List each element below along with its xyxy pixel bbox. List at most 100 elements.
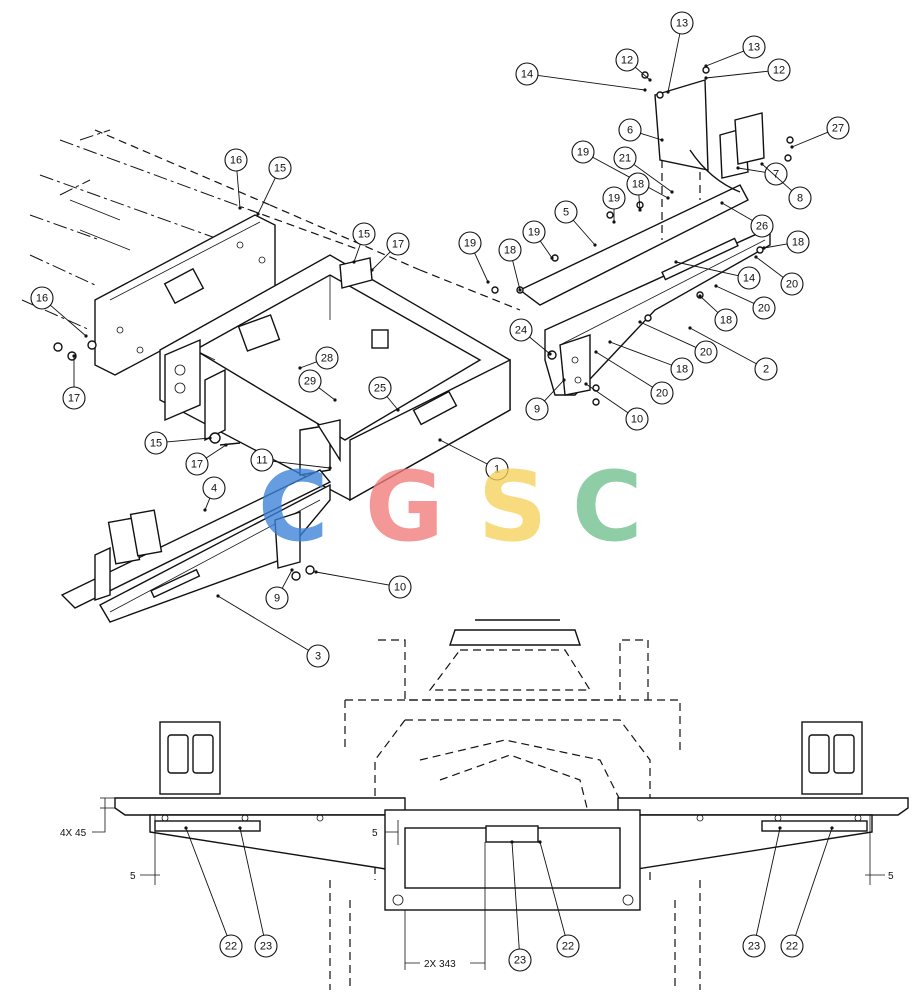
callout-balloon xyxy=(509,318,533,342)
callout-balloon xyxy=(298,369,322,393)
callout-balloon xyxy=(498,238,522,262)
leader-line xyxy=(715,285,755,304)
callout-balloon xyxy=(30,286,54,310)
leader-tip xyxy=(370,268,374,272)
leader-tip xyxy=(548,352,552,356)
leader-tip xyxy=(538,840,542,844)
callout-number: 8 xyxy=(797,193,803,205)
callout-balloon xyxy=(786,230,810,254)
callout-number: 22 xyxy=(786,941,798,953)
callout-12: 12 xyxy=(704,58,791,82)
right-light-bracket xyxy=(654,79,765,240)
leader-line xyxy=(529,336,551,355)
leader-tip xyxy=(704,76,708,80)
callout-balloon xyxy=(737,266,761,290)
callout-number: 23 xyxy=(514,955,526,967)
leader-line xyxy=(474,252,489,283)
leader-line xyxy=(539,240,553,259)
leader-line xyxy=(667,33,681,93)
callout-20: 20 xyxy=(638,320,718,364)
leader-tip xyxy=(714,284,718,288)
leader-line xyxy=(595,351,653,388)
callout-balloon xyxy=(485,457,509,481)
callout-24: 24 xyxy=(509,318,552,356)
leader-tip xyxy=(72,354,76,358)
callout-balloon xyxy=(767,58,791,82)
callout-number: 6 xyxy=(627,125,633,137)
leader-tip xyxy=(720,201,724,205)
callout-26: 26 xyxy=(720,201,774,238)
callout-20: 20 xyxy=(594,350,674,405)
callout-number: 18 xyxy=(792,237,804,249)
callout-balloon xyxy=(144,431,168,455)
callout-7: 7 xyxy=(736,162,788,186)
leader-line xyxy=(315,571,390,586)
leader-line xyxy=(795,827,833,936)
leader-tip xyxy=(754,255,758,259)
callout-balloon xyxy=(224,148,248,172)
leader-line xyxy=(699,295,719,313)
leader-tip xyxy=(704,64,708,68)
leader-tip xyxy=(594,350,598,354)
callout-balloon xyxy=(626,172,650,196)
callout-number: 18 xyxy=(504,245,516,257)
leader-tip xyxy=(184,826,188,830)
callout-balloon xyxy=(764,162,788,186)
center-box-front xyxy=(384,809,641,911)
callout-number: 28 xyxy=(321,353,333,365)
dim-spacing: 2X 343 xyxy=(424,959,456,970)
callout-balloon xyxy=(306,644,330,668)
callout-15: 15 xyxy=(352,222,376,264)
leader-tip xyxy=(660,138,664,142)
callout-15: 15 xyxy=(144,431,212,455)
callout-balloon xyxy=(386,232,410,256)
callout-15: 15 xyxy=(256,156,292,216)
callout-17: 17 xyxy=(62,354,86,410)
callout-25: 25 xyxy=(368,376,400,412)
leader-line xyxy=(675,261,739,277)
callout-balloon xyxy=(219,934,243,958)
callout-number: 24 xyxy=(515,325,527,337)
leader-tip xyxy=(438,438,442,442)
leader-tip xyxy=(518,288,522,292)
callout-18: 18 xyxy=(698,294,738,332)
leader-line xyxy=(791,131,829,148)
leader-line xyxy=(50,304,87,337)
callout-29: 29 xyxy=(298,369,337,402)
leader-line xyxy=(299,361,317,369)
leader-tip xyxy=(238,826,242,830)
callout-balloon xyxy=(202,476,226,500)
leader-tip xyxy=(593,243,597,247)
dimension-lines: 4X 45 5 5 5 2X 343 xyxy=(60,797,894,970)
leader-tip xyxy=(760,162,764,166)
callout-balloon xyxy=(750,214,774,238)
callout-balloon xyxy=(352,222,376,246)
callout-19: 19 xyxy=(522,220,554,260)
callout-27: 27 xyxy=(790,116,850,149)
callout-11: 11 xyxy=(250,448,332,472)
callout-number: 13 xyxy=(748,42,760,54)
callout-number: 15 xyxy=(358,229,370,241)
leader-tip xyxy=(328,466,332,470)
callout-balloon xyxy=(742,35,766,59)
left-bumper-wing xyxy=(114,721,406,873)
leader-tip xyxy=(612,220,616,224)
leader-line xyxy=(635,66,651,81)
callout-12: 12 xyxy=(615,48,652,82)
leader-line xyxy=(217,595,309,651)
callout-balloon xyxy=(694,340,718,364)
callout-balloon xyxy=(315,346,339,370)
leader-line xyxy=(689,327,757,365)
leader-tip xyxy=(790,145,794,149)
callout-18: 18 xyxy=(608,340,694,381)
callout-balloon xyxy=(788,186,812,210)
dim-chamfer: 4X 45 xyxy=(60,828,87,839)
callout-number: 9 xyxy=(274,593,280,605)
callout-balloon xyxy=(556,934,580,958)
callout-18: 18 xyxy=(498,238,522,292)
leader-tip xyxy=(208,436,212,440)
callout-number: 29 xyxy=(304,376,316,388)
leader-line xyxy=(353,244,361,263)
callout-balloon xyxy=(508,948,532,972)
